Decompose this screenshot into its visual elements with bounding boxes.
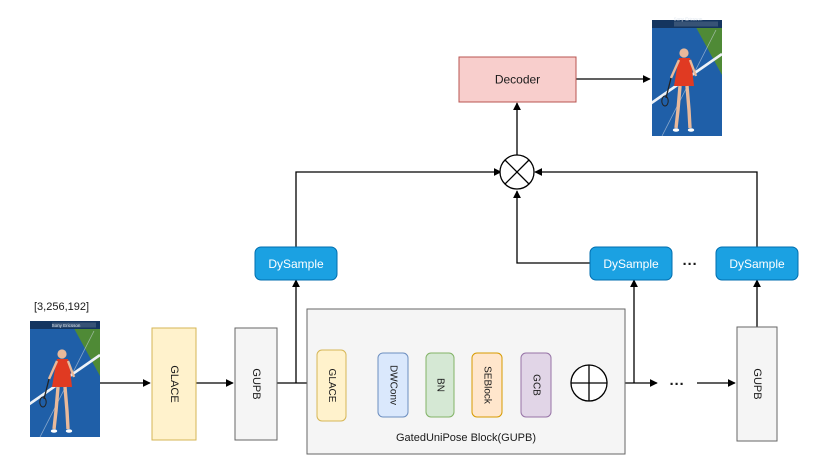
gupb-block-1-label: GUPB bbox=[250, 368, 262, 399]
gupb-block-n: GUPB bbox=[736, 326, 778, 442]
dysample-3: DySample bbox=[715, 246, 799, 281]
glace-block-box bbox=[151, 327, 197, 441]
output-photo-banner: Sony Ericsson bbox=[674, 17, 703, 22]
inner-seblock-box bbox=[471, 352, 503, 418]
dysample-1-label: DySample bbox=[268, 257, 324, 271]
dysample-2: DySample bbox=[589, 246, 673, 281]
inner-dwconv-label: DWConv bbox=[388, 365, 399, 405]
edge-dysample-3-to-multiply bbox=[534, 168, 758, 247]
inner-glace-label: GLACE bbox=[326, 369, 337, 403]
gupb-block-1: GUPB bbox=[234, 327, 278, 441]
inner-glace-box bbox=[316, 349, 347, 422]
dysample-2-label: DySample bbox=[603, 257, 659, 271]
dysample-3-label: DySample bbox=[729, 257, 785, 271]
input-photo-banner: Sony Ericsson bbox=[52, 323, 81, 328]
gupb-block-1-box bbox=[234, 327, 278, 441]
inner-bn-label: BN bbox=[435, 378, 446, 392]
inner-dwconv-box bbox=[377, 352, 409, 418]
dysample-2-box bbox=[589, 246, 673, 281]
glace-block: GLACE bbox=[151, 327, 197, 441]
ellipsis-top: ··· bbox=[683, 256, 698, 273]
edge-dysample-1-to-multiply bbox=[295, 168, 502, 247]
decoder-block-box bbox=[458, 56, 577, 103]
glace-block-label: GLACE bbox=[168, 365, 180, 402]
gupb-container-caption: GatedUniPose Block(GUPB) bbox=[396, 432, 536, 444]
dysample-1-box bbox=[254, 246, 338, 281]
multiply-operator bbox=[499, 154, 535, 190]
input-shape-label: [3,256,192] bbox=[34, 301, 89, 313]
gupb-block-n-box bbox=[736, 326, 778, 442]
gupb-inner-glace: GLACE bbox=[316, 349, 347, 422]
dysample-3-box bbox=[715, 246, 799, 281]
gupb-inner-bn: BN bbox=[425, 352, 455, 418]
edge-dysample-2-to-multiply bbox=[513, 190, 590, 264]
inner-seblock-label: SEBlock bbox=[482, 366, 493, 405]
gupb-inner-seblock: SEBlock bbox=[471, 352, 503, 418]
inner-bn-box bbox=[425, 352, 455, 418]
inner-gcb-box bbox=[520, 352, 552, 418]
gupb-inner-gcb: GCB bbox=[520, 352, 552, 418]
gupb-block-n-label: GUPB bbox=[751, 368, 763, 399]
output-image: Sony Ericsson bbox=[652, 17, 722, 138]
sum-operator bbox=[570, 364, 608, 402]
input-image: Sony Ericsson bbox=[30, 321, 100, 437]
decoder-block-label: Decoder bbox=[495, 73, 540, 87]
multiply-cross-b bbox=[504, 159, 530, 185]
gupb-inner-dwconv: DWConv bbox=[377, 352, 409, 418]
decoder-block: Decoder bbox=[458, 56, 577, 103]
inner-gcb-label: GCB bbox=[531, 374, 542, 396]
dysample-1: DySample bbox=[254, 246, 338, 281]
ellipsis-mid: ··· bbox=[670, 376, 685, 393]
